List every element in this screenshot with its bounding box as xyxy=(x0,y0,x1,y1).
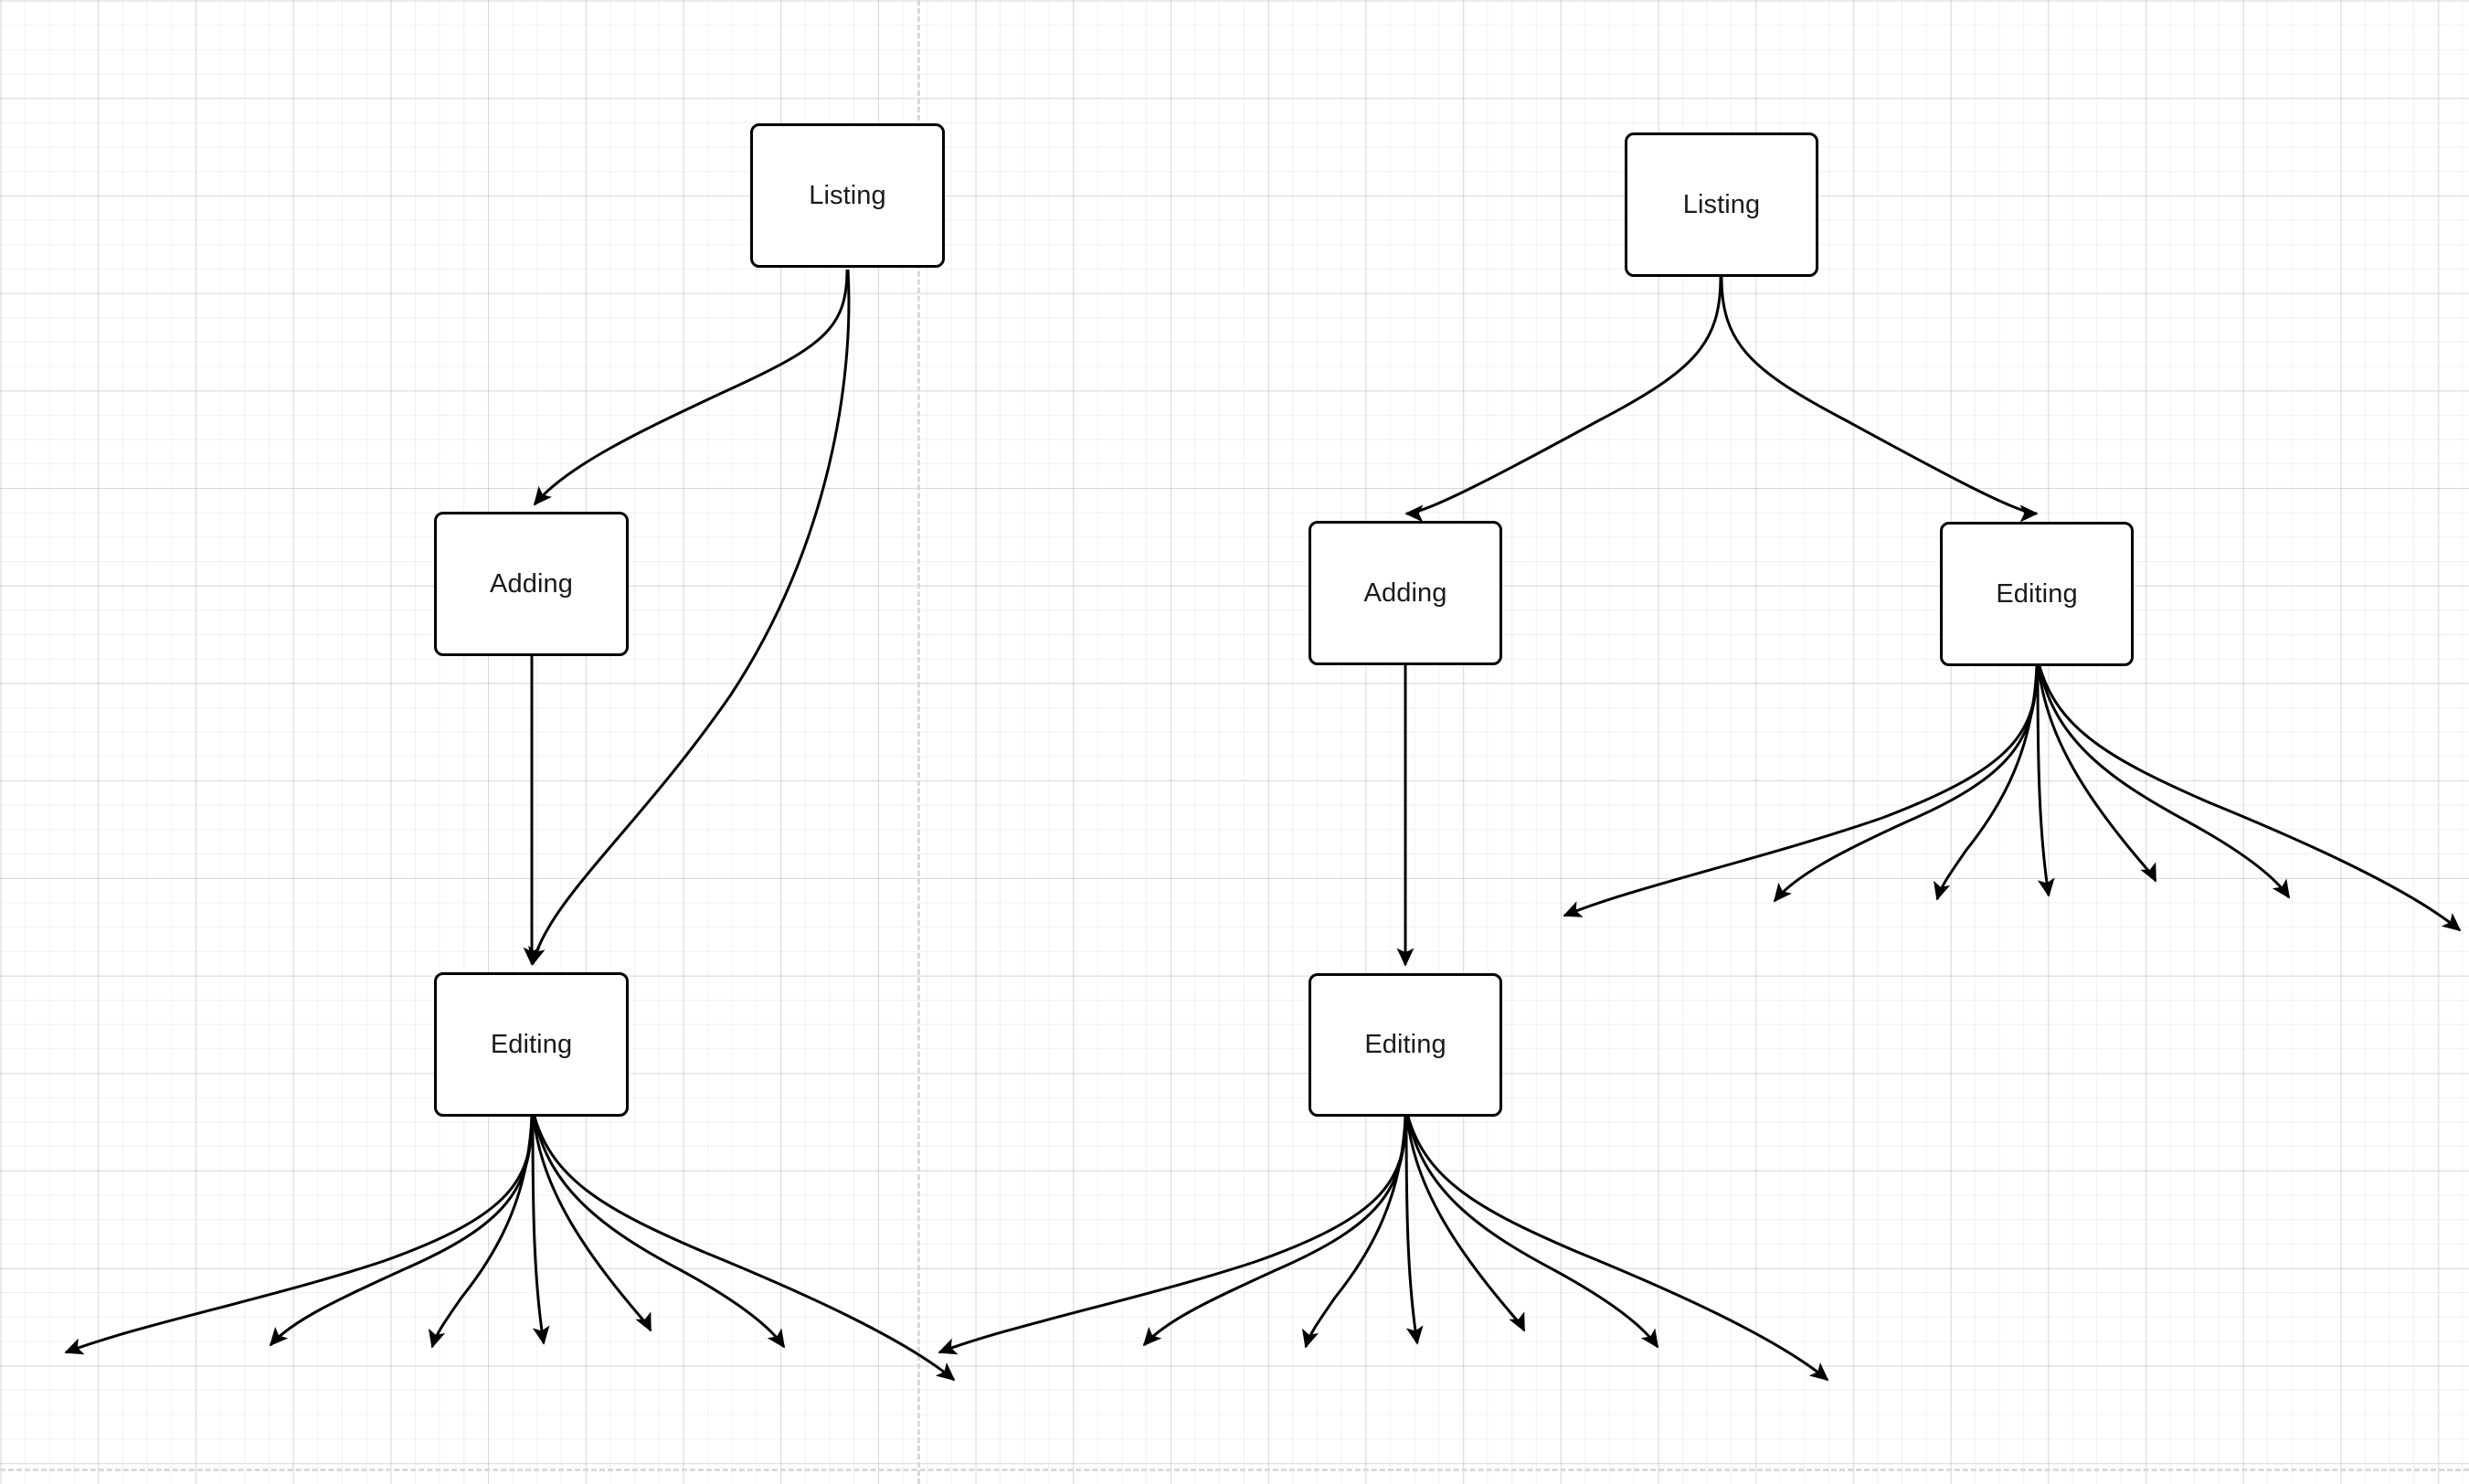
node-right-editing-upper[interactable]: Editing xyxy=(1940,522,2134,666)
edge-right-editing-upper-fan-3 xyxy=(1933,665,2039,901)
edge-right-editing-lower-fan-1 xyxy=(938,1116,1407,1355)
edge-left-editing-fan-6 xyxy=(533,1116,786,1349)
edge-right-editing-lower-fan-7 xyxy=(1406,1116,1829,1382)
node-label: Editing xyxy=(490,1029,573,1059)
edge-right-listing-to-editing xyxy=(1720,276,2039,523)
edge-right-editing-lower-fan-6 xyxy=(1406,1116,1659,1349)
node-right-listing[interactable]: Listing xyxy=(1625,132,1818,277)
node-left-editing[interactable]: Editing xyxy=(434,972,629,1117)
edge-left-editing-fan-7 xyxy=(533,1116,956,1382)
node-label: Adding xyxy=(1363,578,1447,608)
node-right-adding[interactable]: Adding xyxy=(1309,521,1502,665)
edge-left-editing-fan-5 xyxy=(532,1116,652,1332)
edge-right-editing-upper-fan-5 xyxy=(2037,665,2157,883)
vertical-page-guide xyxy=(917,0,920,1484)
node-label: Editing xyxy=(1996,578,2078,609)
edge-right-editing-upper-fan-4 xyxy=(2036,665,2055,897)
edge-right-editing-upper-fan-7 xyxy=(2038,665,2462,932)
edge-left-editing-fan-4 xyxy=(531,1116,550,1345)
edge-right-editing-upper-fan-1 xyxy=(1563,665,2039,917)
node-left-listing[interactable]: Listing xyxy=(750,123,945,268)
node-left-adding[interactable]: Adding xyxy=(434,512,629,656)
edge-right-listing-to-adding xyxy=(1404,276,1722,523)
edge-right-editing-lower-fan-2 xyxy=(1142,1116,1407,1347)
horizontal-page-guide xyxy=(0,1468,2469,1471)
edge-right-editing-upper-fan-2 xyxy=(1773,665,2039,903)
node-label: Listing xyxy=(809,180,886,210)
edge-right-editing-lower-fan-5 xyxy=(1405,1116,1526,1332)
edge-left-editing-fan-1 xyxy=(64,1116,534,1355)
edge-right-editing-upper-fan-6 xyxy=(2038,665,2291,899)
edge-left-editing-fan-2 xyxy=(269,1116,534,1347)
edge-right-editing-lower-fan-4 xyxy=(1404,1116,1424,1345)
node-label: Editing xyxy=(1364,1030,1446,1059)
node-label: Adding xyxy=(490,568,573,599)
edge-left-editing-fan-3 xyxy=(428,1116,534,1349)
edge-left-listing-to-adding xyxy=(533,269,849,506)
node-right-editing-lower[interactable]: Editing xyxy=(1309,973,1502,1117)
edge-right-editing-lower-fan-3 xyxy=(1301,1116,1407,1349)
node-label: Listing xyxy=(1682,189,1761,219)
